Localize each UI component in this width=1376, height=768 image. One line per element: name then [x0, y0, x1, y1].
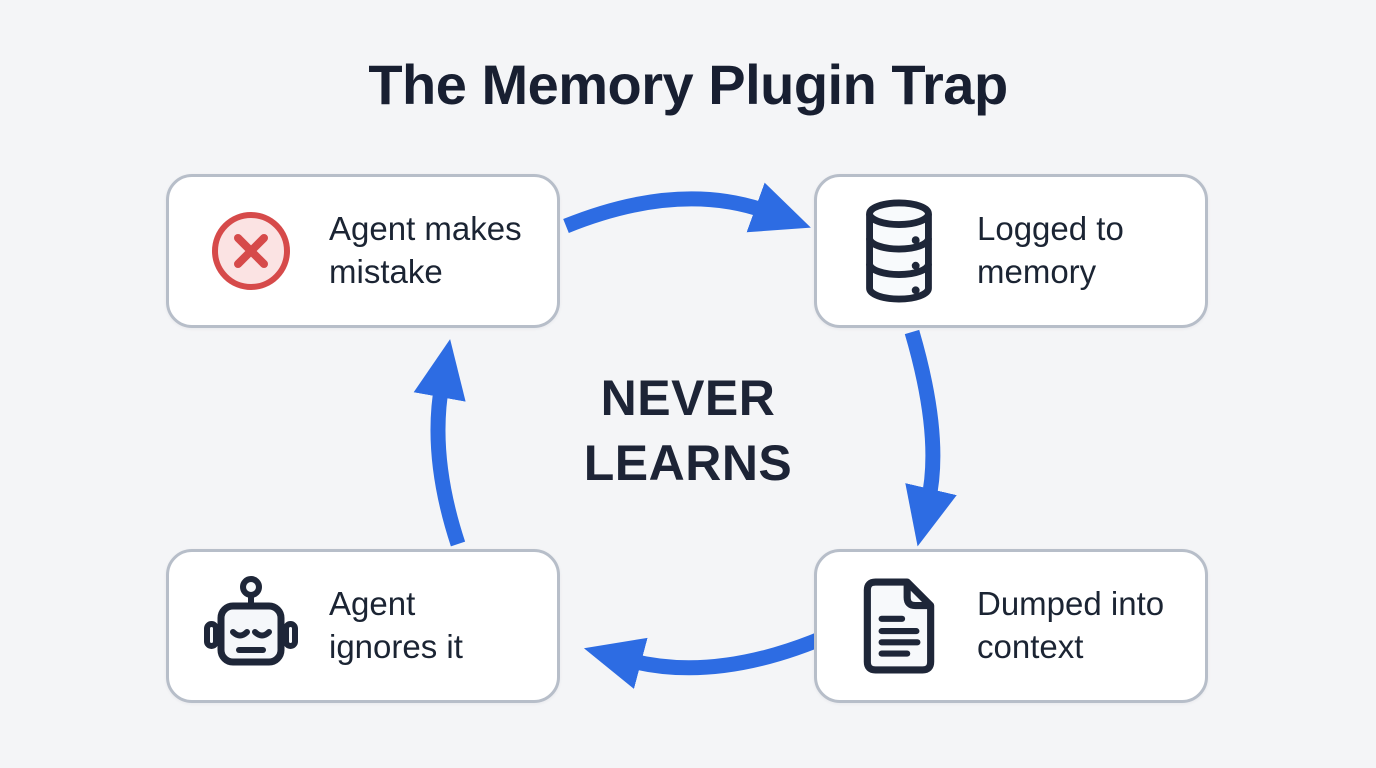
- node-label-line: Agent: [329, 585, 416, 623]
- node-label: Agent ignores it: [329, 583, 463, 669]
- node-label-line: Logged to: [977, 210, 1124, 248]
- node-label-line: ignores it: [329, 628, 463, 665]
- center-label-line: LEARNS: [583, 435, 793, 491]
- node-label-line: Dumped into: [977, 585, 1165, 623]
- database-icon: [847, 199, 951, 303]
- robot-icon: [199, 574, 303, 678]
- node-label: Dumped into context: [977, 583, 1164, 669]
- page-title: The Memory Plugin Trap: [368, 53, 1008, 116]
- node-logged-to-memory: Logged to memory: [814, 174, 1208, 328]
- node-label-line: memory: [977, 253, 1097, 290]
- arrow-ignores-to-mistake: [413, 339, 466, 547]
- node-agent-makes-mistake: Agent makes mistake: [166, 174, 560, 328]
- center-label: NEVER LEARNS: [584, 366, 793, 496]
- node-label-line: mistake: [329, 253, 443, 290]
- node-label-line: context: [977, 628, 1084, 665]
- node-label: Logged to memory: [977, 208, 1124, 294]
- node-label-line: Agent makes: [329, 210, 522, 248]
- error-x-icon: [199, 209, 303, 293]
- node-label: Agent makes mistake: [329, 208, 522, 294]
- document-icon: [847, 578, 951, 674]
- arrow-mistake-to-logged: [563, 182, 811, 233]
- arrow-logged-to-dumped: [904, 329, 957, 547]
- center-label-line: NEVER: [600, 370, 776, 426]
- node-agent-ignores-it: Agent ignores it: [166, 549, 560, 703]
- node-dumped-into-context: Dumped into context: [814, 549, 1208, 703]
- arrow-dumped-to-ignores: [583, 627, 836, 689]
